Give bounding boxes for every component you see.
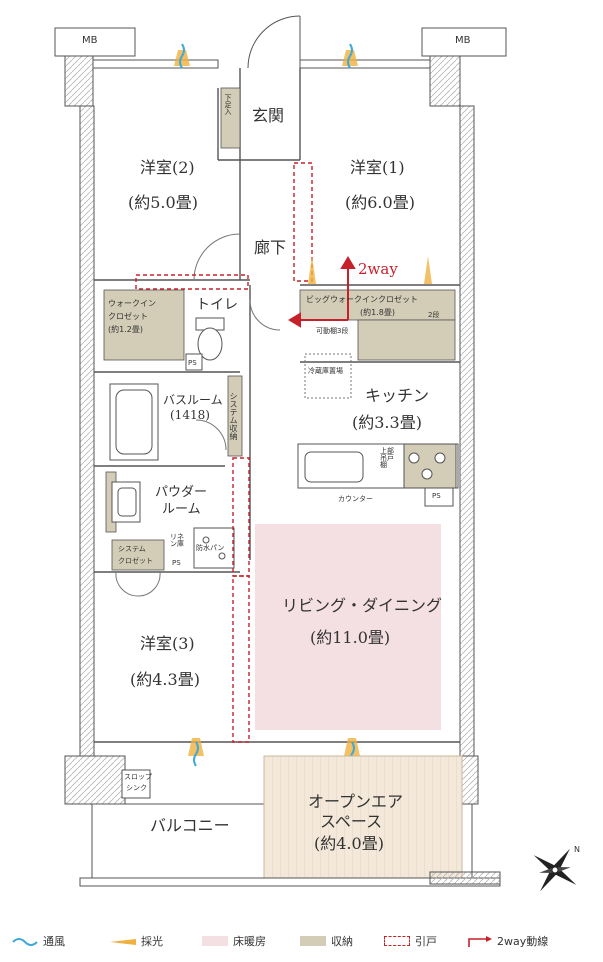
slop-sink-line1: スロップ (124, 773, 152, 781)
upper-cabinet-label: 上部吊戸棚 (380, 447, 394, 469)
legend-ventilation: 通風 (12, 933, 65, 949)
living-dining-name: リビング・ダイニング (282, 596, 443, 615)
balcony (79, 755, 501, 887)
legend: 通風 採光 床暖房 収納 引戸 2way動線 (0, 933, 603, 953)
big-wic-name: ビッグウォークインクロゼット (306, 295, 418, 304)
legend-two-way-label: 2way動線 (497, 935, 549, 948)
toilet-label: トイレ (196, 297, 238, 313)
powder-room-name2: ルーム (162, 502, 201, 517)
lighting-marks (174, 50, 432, 756)
western1-size: (約6.0畳) (345, 193, 415, 212)
legend-floor-heating: 床暖房 (202, 933, 266, 949)
western2-size: (約5.0畳) (128, 193, 198, 212)
living-dining-size: (約11.0畳) (310, 628, 391, 647)
bathroom-name: バスルーム (163, 393, 223, 407)
mb-box-right (421, 27, 507, 57)
floor-heating-swatch (202, 936, 228, 946)
mb-box-left (54, 27, 136, 57)
bathtub (109, 383, 159, 461)
floor-heating-area (255, 524, 441, 730)
linen-label: リネン庫 (170, 533, 184, 548)
shoe-storage-label: 下足入 (224, 94, 232, 115)
washbasin (111, 481, 235, 569)
legend-lighting: 採光 (110, 933, 163, 949)
bedroom3-door-swing (115, 571, 161, 597)
toilet-door-swing (249, 299, 281, 331)
sliding-door-swatch (384, 936, 410, 946)
mb-label-right: MB (455, 35, 471, 46)
legend-ventilation-label: 通風 (43, 935, 65, 948)
kitchen-size: (約3.3畳) (352, 413, 422, 432)
two-way-label: 2way (358, 260, 398, 278)
lighting-icon (110, 939, 136, 945)
waterproof-pan-label: 防水パン (196, 544, 225, 552)
ps-label-powder: PS (172, 559, 181, 567)
ps-label-kitchen: PS (432, 492, 441, 500)
legend-storage-label: 収納 (331, 935, 353, 948)
powder-room-name: パウダー (155, 485, 208, 500)
entrance-door (247, 15, 301, 69)
kitchen-counter (297, 443, 459, 507)
ventilation-icon (12, 938, 38, 946)
system-storage-label: システム収納 (229, 392, 238, 440)
toilet-fixture (185, 317, 225, 371)
sliding-doors (135, 162, 313, 743)
kitchen-name: キッチン (365, 386, 430, 405)
open-air-line2: スペース (320, 812, 383, 831)
legend-storage: 収納 (300, 933, 353, 949)
legend-sliding-door-label: 引戸 (415, 935, 437, 948)
entrance-label: 玄関 (252, 106, 285, 125)
compass-north-label: N (574, 845, 580, 854)
two-way-arrow (288, 256, 356, 328)
western2-name: 洋室(2) (140, 158, 195, 177)
mb-label-left: MB (82, 35, 98, 46)
two-way-flow-icon (468, 936, 492, 947)
western3-name: 洋室(3) (140, 634, 195, 653)
fridge-space (304, 353, 352, 399)
legend-lighting-label: 採光 (141, 935, 163, 948)
compass-icon (533, 848, 577, 892)
bedroom2-door-swing (193, 233, 241, 281)
storage-areas (103, 87, 456, 571)
system-closet-line1: システム (118, 545, 146, 553)
legend-two-way: 2way動線 (466, 933, 548, 949)
system-closet-line2: クロゼット (118, 557, 153, 565)
wic-small-name2: クロゼット (108, 312, 148, 321)
hallway-label: 廊下 (254, 238, 287, 257)
slop-sink-line2: シンク (126, 784, 147, 792)
legend-sliding-door: 引戸 (384, 933, 437, 949)
wic-small-size: (約1.2畳) (108, 325, 143, 334)
western3-size: (約4.3畳) (130, 670, 200, 689)
western1-name: 洋室(1) (350, 158, 405, 177)
big-wic-two-tier: 2段 (428, 311, 440, 319)
balcony-label: バルコニー (150, 816, 230, 835)
big-wic-size: (約1.8畳) (360, 308, 395, 317)
open-air-size: (約4.0畳) (314, 834, 384, 853)
legend-floor-heating-label: 床暖房 (233, 935, 266, 948)
bath-door-swing (195, 419, 227, 451)
ps-label-toilet: PS (188, 359, 197, 367)
storage-swatch (300, 936, 326, 946)
wic-small-name: ウォークイン (108, 299, 156, 308)
counter-label: カウンター (338, 495, 373, 503)
bathroom-size: (1418) (170, 408, 210, 422)
open-air-line1: オープンエア (308, 792, 404, 811)
big-wic-shelf: 可動棚3段 (316, 327, 349, 335)
fridge-label: 冷蔵庫置場 (308, 367, 343, 375)
